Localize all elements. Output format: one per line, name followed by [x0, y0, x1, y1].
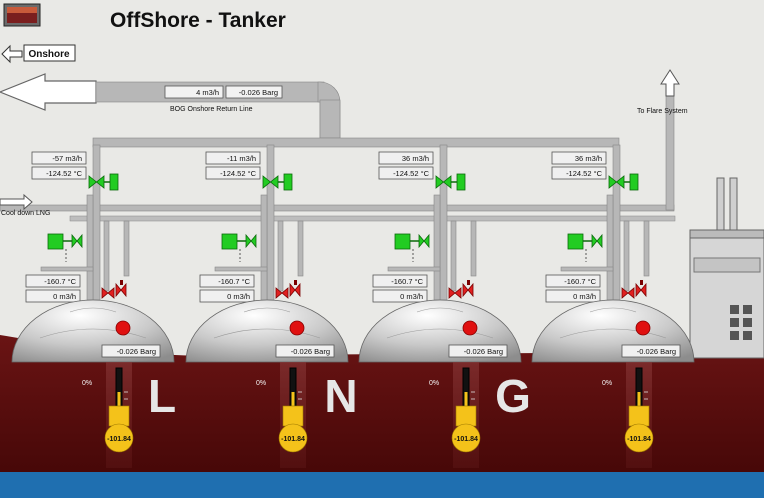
- inlet-temp-readout-value: -160.7 °C: [391, 277, 423, 286]
- inlet-temp-readout-value: -160.7 °C: [564, 277, 596, 286]
- pump-icon[interactable]: [221, 233, 257, 250]
- cooldown-arrow-icon: [0, 193, 33, 211]
- valve-temp-readout: -124.52 °C: [205, 166, 261, 180]
- valve-flow-readout-value: -11 m3/h: [227, 154, 256, 163]
- tank-level-label: 0%: [429, 380, 439, 387]
- inlet-temp-readout: -160.7 °C: [25, 274, 81, 288]
- valve-temp-readout-value: -124.52 °C: [393, 169, 430, 178]
- lng-tank-2: -11 m3/h -124.52 °C -160.7 °C 0 m3/h -0.026 …: [185, 144, 349, 468]
- relief-valve-icon[interactable]: [275, 280, 301, 299]
- inlet-flow-readout-value: 0 m3/h: [573, 292, 596, 301]
- thermometer-icon: [278, 367, 308, 453]
- relief-valve-icon[interactable]: [101, 280, 127, 299]
- alarm-indicator-icon[interactable]: [289, 320, 305, 336]
- tank-piping: [560, 144, 650, 301]
- control-valve-icon[interactable]: [435, 173, 466, 191]
- tank-temp-label: -101.84: [627, 436, 651, 443]
- return-arrow-icon: [0, 73, 97, 111]
- lng-tank-4: 36 m3/h -124.52 °C -160.7 °C 0 m3/h -0.026 B…: [531, 144, 695, 468]
- tank-temp-label: -101.84: [454, 436, 478, 443]
- inlet-flow-readout: 0 m3/h: [199, 289, 255, 303]
- control-valve-icon[interactable]: [262, 173, 293, 191]
- tank-temp-label: -101.84: [107, 436, 131, 443]
- inlet-flow-readout: 0 m3/h: [545, 289, 601, 303]
- tank-level-label: 0%: [256, 380, 266, 387]
- hull-letter: N: [324, 370, 357, 422]
- inlet-temp-readout-value: -160.7 °C: [44, 277, 76, 286]
- return-line-flow-readout: 4 m3/h: [164, 85, 224, 99]
- pump-icon[interactable]: [394, 233, 430, 250]
- pump-icon[interactable]: [567, 233, 603, 250]
- valve-flow-readout-value: 36 m3/h: [402, 154, 429, 163]
- page-title: OffShore - Tanker: [110, 9, 286, 32]
- superstructure: [689, 177, 764, 359]
- tank-pressure-readout: -0.026 Barg: [621, 344, 681, 358]
- onshore-label: Onshore: [28, 49, 70, 60]
- tank-pressure-readout: -0.026 Barg: [101, 344, 161, 358]
- hull-letter: L: [148, 370, 176, 422]
- valve-temp-readout: -124.52 °C: [378, 166, 434, 180]
- inlet-temp-readout-value: -160.7 °C: [218, 277, 250, 286]
- valve-flow-readout: -57 m3/h: [31, 151, 87, 165]
- tank-pressure-readout-value: -0.026 Barg: [117, 347, 156, 356]
- valve-temp-readout-value: -124.52 °C: [220, 169, 257, 178]
- cooldown-label: Cool down LNG: [1, 210, 50, 217]
- inlet-flow-readout: 0 m3/h: [25, 289, 81, 303]
- thermometer-icon: [624, 367, 654, 453]
- svg-text:-0.026 Barg: -0.026 Barg: [239, 88, 278, 97]
- valve-flow-readout-value: -57 m3/h: [52, 154, 82, 163]
- tanker-thumbnail-icon[interactable]: [3, 3, 41, 27]
- liquid-header-pipe: [69, 215, 676, 222]
- ship-hull: [0, 335, 764, 472]
- inlet-flow-readout: 0 m3/h: [372, 289, 428, 303]
- tank-level-label: 0%: [82, 380, 92, 387]
- valve-temp-readout-value: -124.52 °C: [46, 169, 83, 178]
- vapour-header-pipe: [92, 137, 620, 148]
- inlet-flow-readout-value: 0 m3/h: [400, 292, 423, 301]
- hull-letter: G: [495, 370, 531, 422]
- thermometer-icon: [451, 367, 481, 453]
- inlet-temp-readout: -160.7 °C: [372, 274, 428, 288]
- thermometer-icon: [104, 367, 134, 453]
- valve-flow-readout: 36 m3/h: [378, 151, 434, 165]
- svg-text:4 m3/h: 4 m3/h: [196, 88, 219, 97]
- control-valve-icon[interactable]: [88, 173, 119, 191]
- flare-up-arrow-icon: [660, 69, 680, 97]
- relief-valve-icon[interactable]: [448, 280, 474, 299]
- control-valve-icon[interactable]: [608, 173, 639, 191]
- tank-pressure-readout: -0.026 Barg: [448, 344, 508, 358]
- lng-tank-3: 36 m3/h -124.52 °C -160.7 °C 0 m3/h -0.026 B…: [358, 144, 522, 468]
- tank-pressure-readout: -0.026 Barg: [275, 344, 335, 358]
- alarm-indicator-icon[interactable]: [462, 320, 478, 336]
- valve-flow-readout: 36 m3/h: [551, 151, 607, 165]
- inlet-flow-readout-value: 0 m3/h: [227, 292, 250, 301]
- lng-tank-1: -57 m3/h -124.52 °C -160.7 °C 0 m3/h -0.026 …: [11, 144, 175, 468]
- tank-pressure-readout-value: -0.026 Barg: [637, 347, 676, 356]
- tank-pressure-readout-value: -0.026 Barg: [291, 347, 330, 356]
- valve-flow-readout: -11 m3/h: [205, 151, 261, 165]
- valve-flow-readout-value: 36 m3/h: [575, 154, 602, 163]
- tank-temp-label: -101.84: [281, 436, 305, 443]
- inlet-temp-readout: -160.7 °C: [199, 274, 255, 288]
- alarm-indicator-icon[interactable]: [635, 320, 651, 336]
- valve-temp-readout: -124.52 °C: [31, 166, 87, 180]
- alarm-indicator-icon[interactable]: [115, 320, 131, 336]
- valve-temp-readout-value: -124.52 °C: [566, 169, 603, 178]
- sea-water: [0, 472, 764, 498]
- pump-icon[interactable]: [47, 233, 83, 250]
- return-line-label: BOG Onshore Return Line: [170, 106, 253, 113]
- inlet-flow-readout-value: 0 m3/h: [53, 292, 76, 301]
- tank-pressure-readout-value: -0.026 Barg: [464, 347, 503, 356]
- return-line-pressure-readout: -0.026 Barg: [225, 85, 283, 99]
- flare-label: To Flare System: [637, 108, 688, 115]
- tank-level-label: 0%: [602, 380, 612, 387]
- relief-valve-icon[interactable]: [621, 280, 647, 299]
- inlet-temp-readout: -160.7 °C: [545, 274, 601, 288]
- onshore-nav-button[interactable]: Onshore: [1, 44, 76, 64]
- valve-temp-readout: -124.52 °C: [551, 166, 607, 180]
